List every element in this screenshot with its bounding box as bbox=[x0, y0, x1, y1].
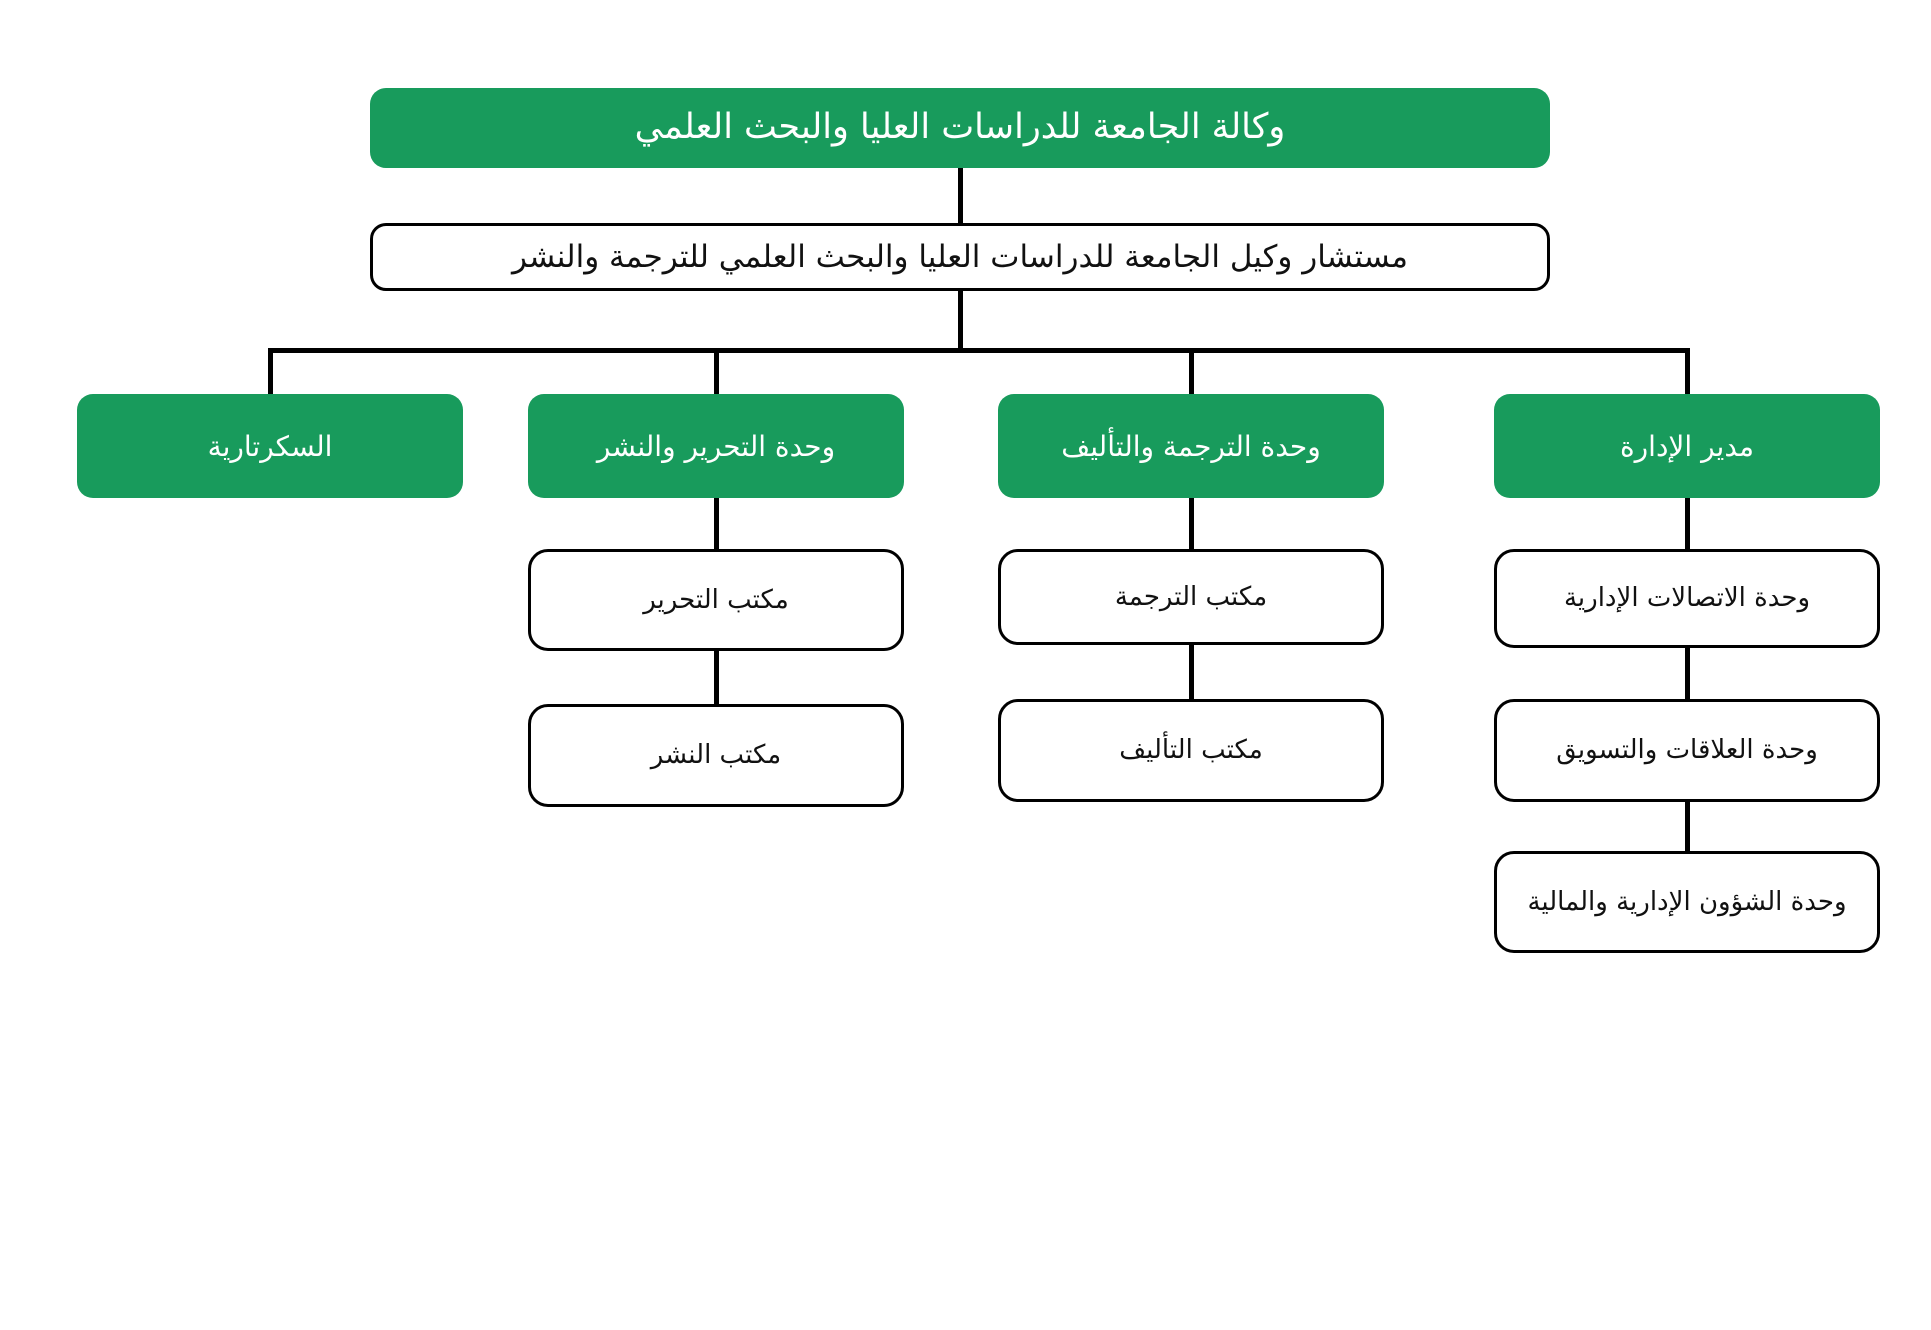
advisor-box-label: مستشار وكيل الجامعة للدراسات العليا والب… bbox=[512, 238, 1408, 275]
root-box-label: وكالة الجامعة للدراسات العليا والبحث الع… bbox=[634, 107, 1286, 148]
node-admin-financial-affairs-unit-label: وحدة الشؤون الإدارية والمالية bbox=[1527, 886, 1847, 917]
node-editing-office: مكتب التحرير bbox=[528, 549, 904, 651]
node-relations-marketing-unit-label: وحدة العلاقات والتسويق bbox=[1556, 735, 1818, 766]
connector-root-to-advisor bbox=[957, 168, 963, 224]
node-admin-communications-unit-label: وحدة الاتصالات الإدارية bbox=[1563, 583, 1811, 614]
branch-secretariat: السكرتارية bbox=[77, 394, 463, 498]
connector-editing-unit-to-editing-office bbox=[713, 498, 719, 549]
node-admin-financial-affairs-unit: وحدة الشؤون الإدارية والمالية bbox=[1494, 851, 1880, 953]
node-authoring-office: مكتب التأليف bbox=[998, 699, 1384, 802]
connector-drop-editing-unit bbox=[713, 348, 719, 395]
node-authoring-office-label: مكتب التأليف bbox=[1119, 735, 1263, 766]
connector-drop-translation-unit bbox=[1188, 348, 1194, 395]
node-relations-marketing-unit: وحدة العلاقات والتسويق bbox=[1494, 699, 1880, 802]
branch-editing-publishing-unit-label: وحدة التحرير والنشر bbox=[596, 429, 836, 463]
branch-admin-director-label: مدير الإدارة bbox=[1619, 429, 1755, 463]
branch-translation-authoring-unit: وحدة الترجمة والتأليف bbox=[998, 394, 1384, 498]
branch-translation-authoring-unit-label: وحدة الترجمة والتأليف bbox=[1061, 429, 1321, 463]
node-admin-communications-unit: وحدة الاتصالات الإدارية bbox=[1494, 549, 1880, 648]
connector-admin-director-to-admin-comms bbox=[1684, 498, 1690, 549]
connector-editing-office-to-publishing-office bbox=[713, 651, 719, 704]
node-publishing-office: مكتب النشر bbox=[528, 704, 904, 807]
node-publishing-office-label: مكتب النشر bbox=[650, 740, 782, 771]
connector-drop-secretariat bbox=[267, 348, 273, 395]
advisor-box: مستشار وكيل الجامعة للدراسات العليا والب… bbox=[370, 223, 1550, 291]
branch-editing-publishing-unit: وحدة التحرير والنشر bbox=[528, 394, 904, 498]
root-box-university-agency: وكالة الجامعة للدراسات العليا والبحث الع… bbox=[370, 88, 1550, 168]
node-editing-office-label: مكتب التحرير bbox=[643, 584, 789, 615]
connector-translation-unit-to-translation-office bbox=[1188, 498, 1194, 549]
connector-relations-marketing-to-admin-financial bbox=[1684, 801, 1690, 851]
connector-advisor-to-rail bbox=[957, 290, 963, 350]
connector-horizontal-rail bbox=[267, 348, 1690, 353]
connector-translation-office-to-authoring-office bbox=[1188, 644, 1194, 699]
node-translation-office-label: مكتب الترجمة bbox=[1114, 581, 1268, 612]
branch-secretariat-label: السكرتارية bbox=[207, 429, 333, 463]
connector-admin-comms-to-relations-marketing bbox=[1684, 647, 1690, 699]
node-translation-office: مكتب الترجمة bbox=[998, 549, 1384, 645]
branch-admin-director: مدير الإدارة bbox=[1494, 394, 1880, 498]
connector-drop-admin-director bbox=[1684, 348, 1690, 395]
